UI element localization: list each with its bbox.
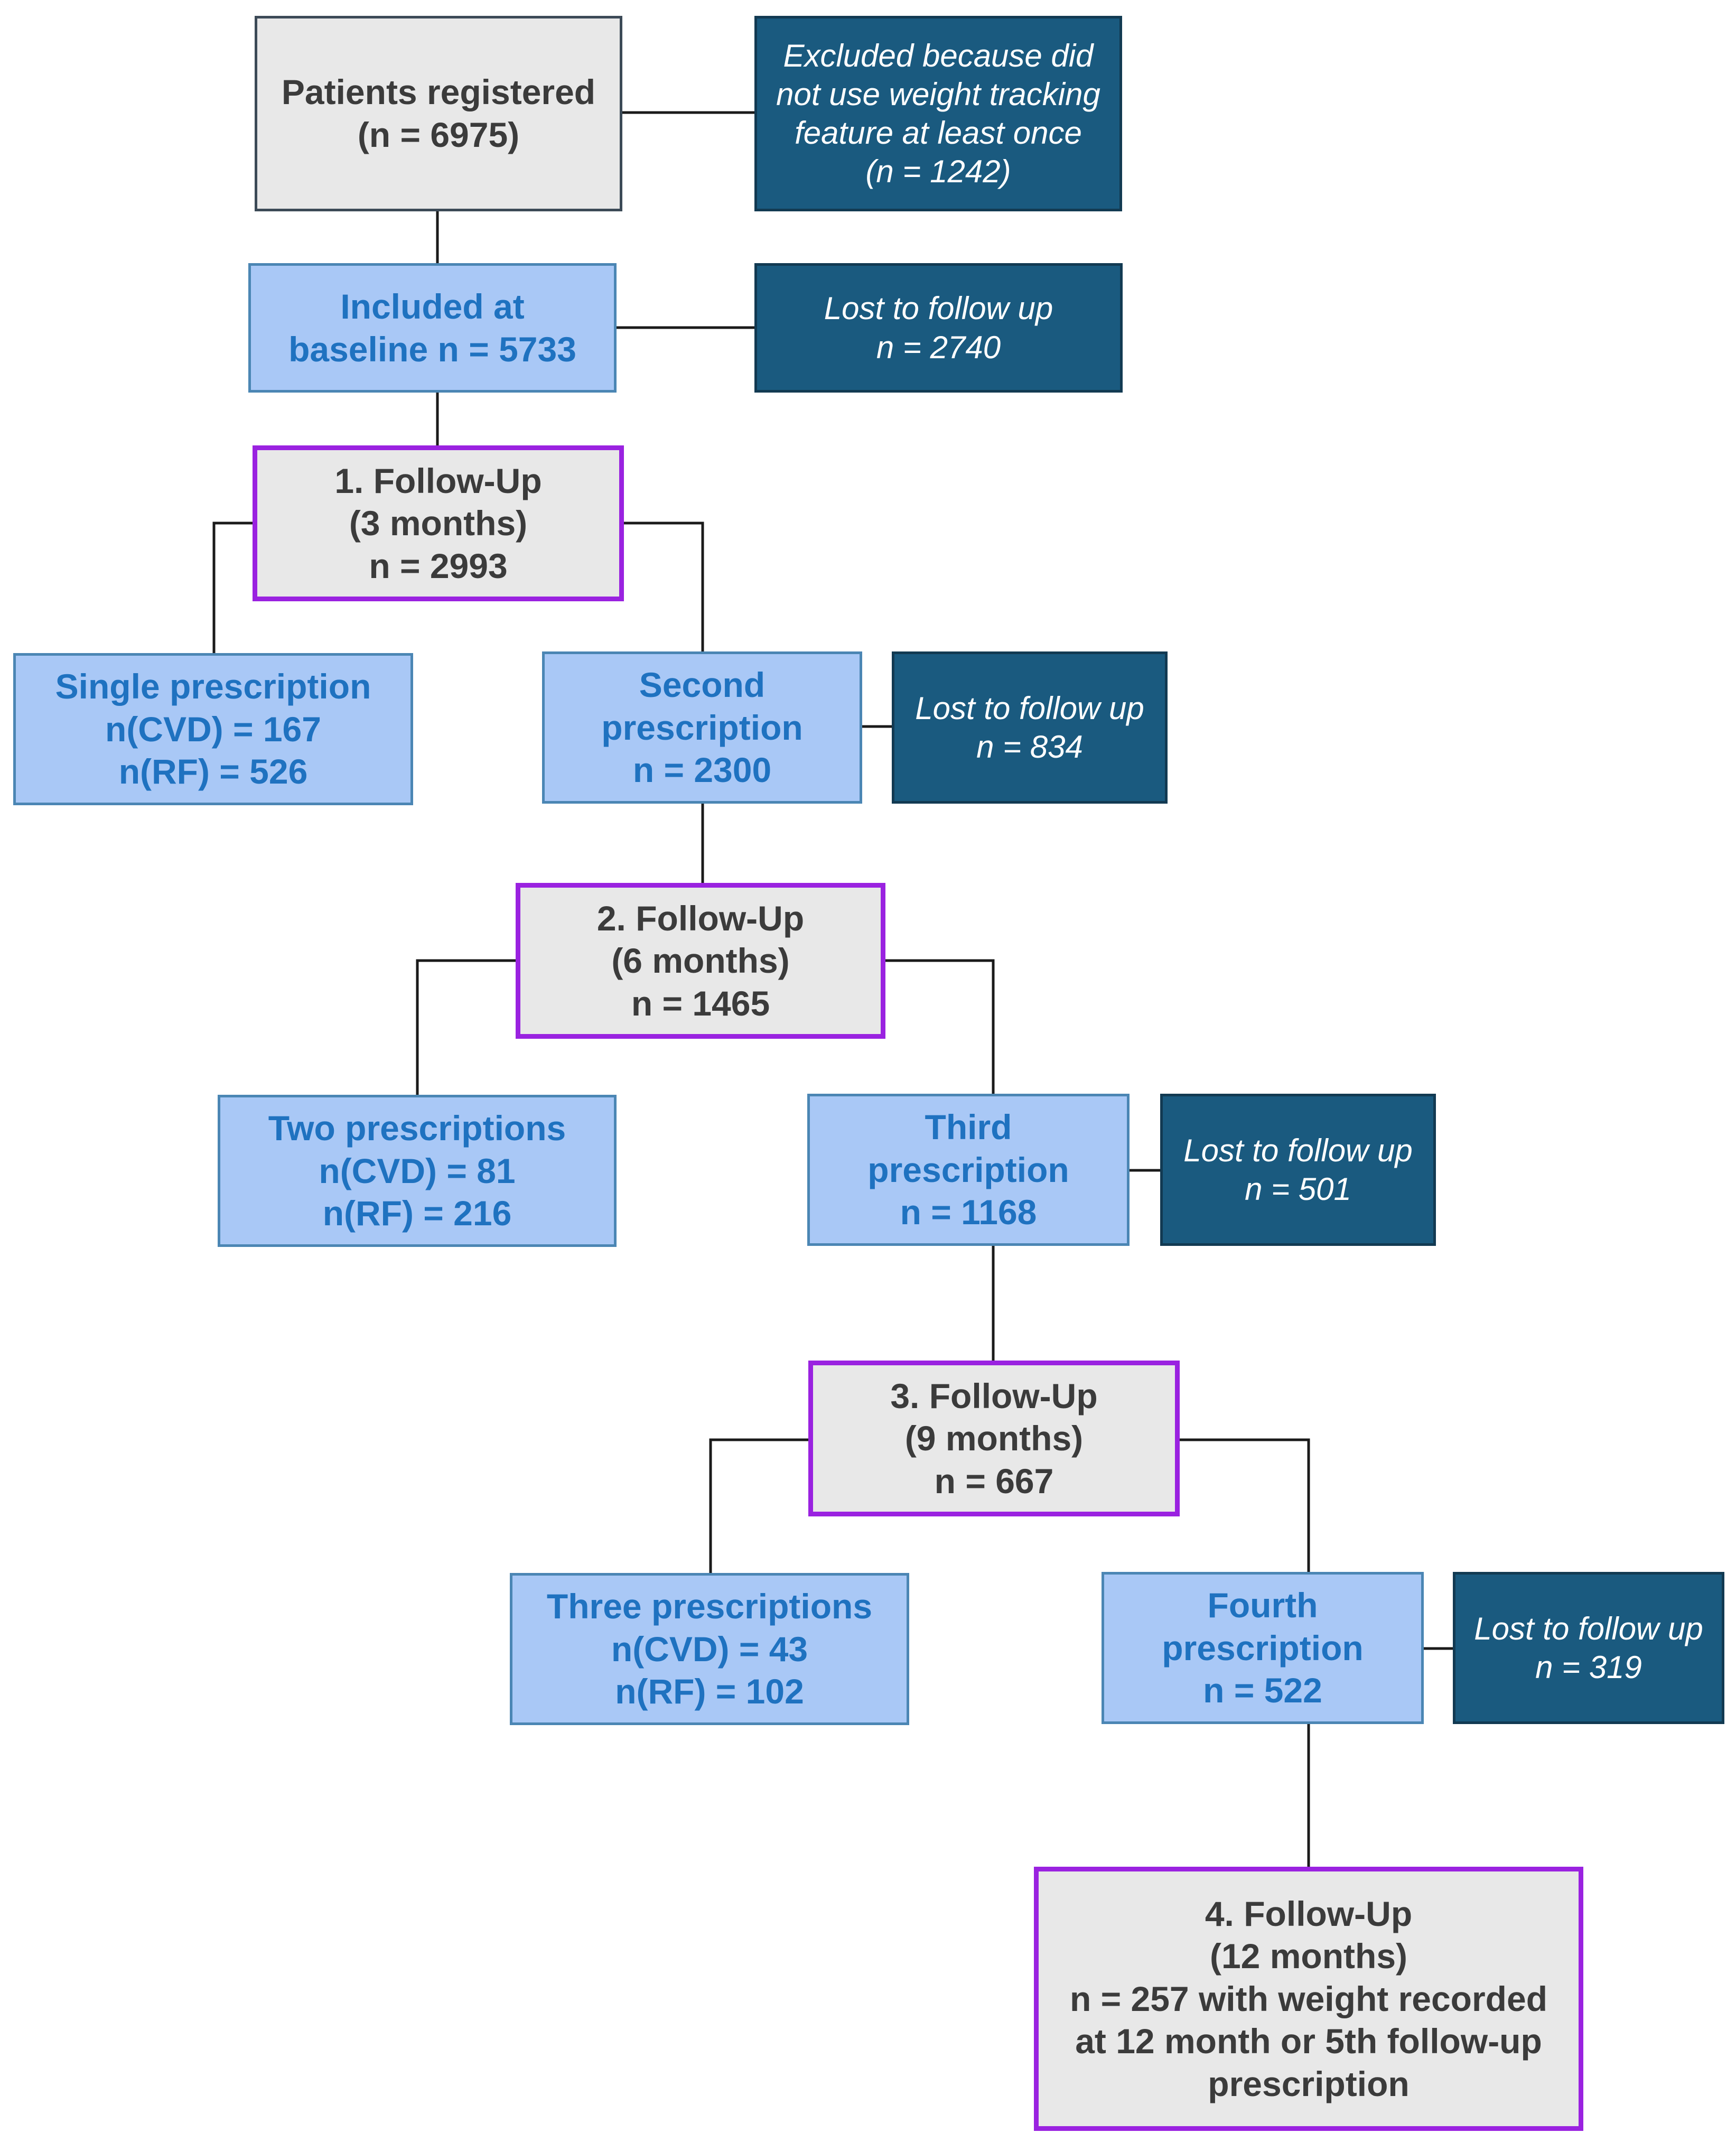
single-prescription-box: Single prescription n(CVD) = 167 n(RF) =…: [13, 653, 413, 805]
second-line-1: Second: [639, 665, 766, 705]
two-line-3: n(RF) = 216: [322, 1194, 512, 1233]
connector-followup3-three: [709, 1438, 809, 1573]
followup3-line-3: n = 667: [934, 1461, 1054, 1501]
lost1-line-1: Lost to follow up: [824, 291, 1053, 327]
followup4-line-3: n = 257 with weight recorded: [1069, 1979, 1548, 2018]
follow-up-4-box: 4. Follow-Up (12 months) n = 257 with we…: [1034, 1867, 1583, 2131]
followup3-line-1: 3. Follow-Up: [890, 1376, 1098, 1415]
connector-followup2-third: [884, 959, 995, 1094]
three-line-1: Three prescriptions: [546, 1587, 873, 1626]
followup2-line-1: 2. Follow-Up: [596, 898, 805, 938]
third-line-1: Third: [925, 1107, 1012, 1147]
second-line-2: prescription: [601, 707, 803, 747]
single-line-2: n(CVD) = 167: [105, 709, 321, 749]
lost-to-follow-up-box-4: Lost to follow up n = 319: [1453, 1572, 1724, 1724]
followup4-line-1: 4. Follow-Up: [1205, 1894, 1413, 1933]
followup4-line-5: prescription: [1208, 2064, 1410, 2103]
three-prescriptions-box: Three prescriptions n(CVD) = 43 n(RF) = …: [510, 1573, 909, 1725]
connector-followup1-second: [623, 521, 704, 651]
followup1-line-3: n = 2993: [369, 546, 508, 585]
follow-up-2-box: 2. Follow-Up (6 months) n = 1465: [516, 883, 885, 1039]
lost1-line-2: n = 2740: [876, 329, 1001, 365]
followup4-line-2: (12 months): [1209, 1936, 1408, 1976]
lost4-line-2: n = 319: [1535, 1650, 1642, 1685]
second-prescription-box: Second prescription n = 2300: [542, 651, 862, 804]
follow-up-1-box: 1. Follow-Up (3 months) n = 2993: [253, 445, 624, 601]
fourth-prescription-box: Fourth prescription n = 522: [1102, 1572, 1424, 1724]
connector-followup1-single: [212, 521, 254, 653]
two-line-2: n(CVD) = 81: [319, 1151, 516, 1190]
excluded-line-3: feature at least once: [795, 115, 1082, 151]
excluded-line-4: (n = 1242): [865, 154, 1011, 190]
lost2-line-2: n = 834: [976, 729, 1083, 765]
lost4-line-1: Lost to follow up: [1474, 1610, 1703, 1646]
followup3-line-2: (9 months): [904, 1419, 1084, 1458]
baseline-line-1: Included at: [340, 286, 525, 326]
third-line-3: n = 1168: [900, 1193, 1037, 1232]
third-prescription-box: Third prescription n = 1168: [807, 1094, 1130, 1246]
three-line-2: n(CVD) = 43: [611, 1629, 808, 1669]
included-baseline-box: Included at baseline n = 5733: [248, 263, 617, 393]
followup4-line-4: at 12 month or 5th follow-up: [1075, 2022, 1542, 2061]
lost3-line-1: Lost to follow up: [1183, 1132, 1413, 1168]
three-line-3: n(RF) = 102: [615, 1672, 804, 1711]
fourth-line-2: prescription: [1162, 1628, 1364, 1668]
lost-to-follow-up-box-3: Lost to follow up n = 501: [1160, 1094, 1436, 1246]
followup1-line-2: (3 months): [349, 504, 528, 543]
third-line-2: prescription: [867, 1150, 1069, 1189]
followup2-line-2: (6 months): [611, 941, 790, 981]
two-prescriptions-box: Two prescriptions n(CVD) = 81 n(RF) = 21…: [218, 1095, 617, 1247]
second-line-3: n = 2300: [632, 750, 772, 790]
fourth-line-1: Fourth: [1207, 1586, 1318, 1625]
excluded-box: Excluded because did not use weight trac…: [754, 16, 1122, 211]
lost-to-follow-up-box-1: Lost to follow up n = 2740: [754, 263, 1123, 393]
lost-to-follow-up-box-2: Lost to follow up n = 834: [892, 651, 1168, 804]
baseline-line-2: baseline n = 5733: [288, 329, 576, 369]
single-line-3: n(RF) = 526: [118, 752, 308, 791]
single-line-1: Single prescription: [55, 667, 371, 706]
followup1-line-1: 1. Follow-Up: [334, 461, 542, 500]
follow-up-3-box: 3. Follow-Up (9 months) n = 667: [808, 1361, 1180, 1516]
connector-followup3-fourth: [1178, 1438, 1310, 1572]
lost2-line-1: Lost to follow up: [915, 690, 1144, 726]
lost3-line-2: n = 501: [1245, 1171, 1351, 1207]
two-line-1: Two prescriptions: [268, 1109, 566, 1148]
excluded-line-1: Excluded because did: [783, 38, 1094, 73]
patients-registered-box: Patients registered (n = 6975): [255, 16, 622, 211]
excluded-line-2: not use weight tracking: [776, 76, 1100, 112]
registered-line-2: (n = 6975): [357, 115, 520, 154]
fourth-line-3: n = 522: [1203, 1671, 1322, 1710]
registered-line-1: Patients registered: [281, 72, 596, 112]
connector-followup2-two: [416, 959, 517, 1095]
followup2-line-3: n = 1465: [631, 983, 770, 1023]
